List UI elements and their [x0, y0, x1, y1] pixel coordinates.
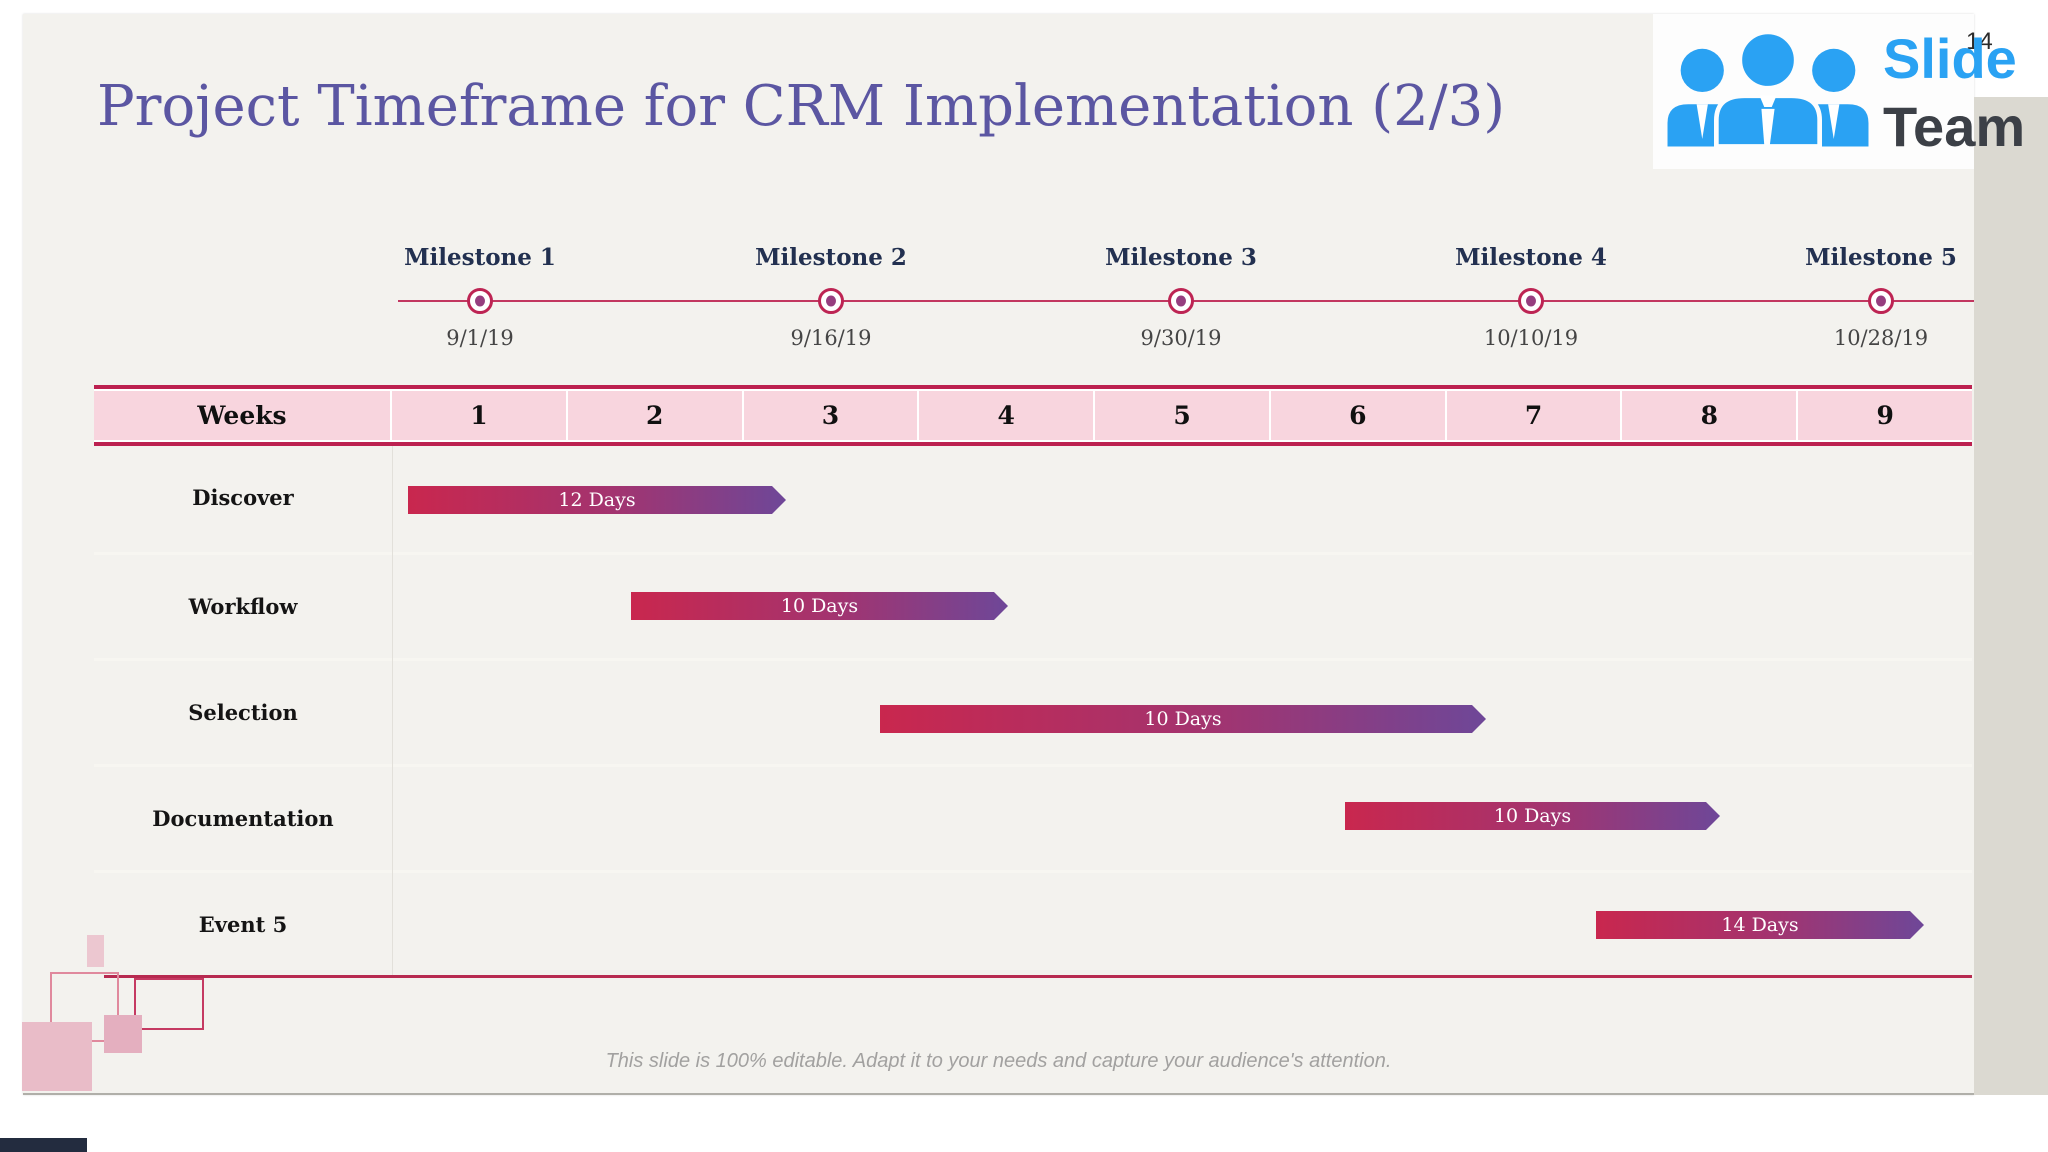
deco-square-outline-2: [134, 978, 204, 1030]
week-col-8: 8: [1620, 389, 1796, 442]
milestone-date: 9/1/19: [446, 326, 514, 350]
milestone-marker-icon: [1168, 288, 1194, 314]
right-margin-strip: [1974, 97, 2048, 1095]
gantt-bar-documentation: 10 Days: [1345, 802, 1720, 830]
gantt-bar-event-5: 14 Days: [1596, 911, 1924, 939]
milestone-label: Milestone 4: [1455, 244, 1607, 271]
milestone-label: Milestone 5: [1805, 244, 1957, 271]
task-row-documentation: Documentation: [94, 764, 1972, 870]
gantt-bar-discover: 12 Days: [408, 486, 786, 514]
week-col-3: 3: [741, 389, 918, 442]
task-row-workflow: Workflow: [94, 552, 1972, 658]
milestone-label: Milestone 3: [1105, 244, 1257, 271]
weeks-header-row: Weeks 1 2 3 4 5 6 7 8 9: [94, 385, 1972, 446]
week-col-9: 9: [1796, 389, 1972, 442]
gantt-body: Discover Workflow Selection Documentatio…: [94, 446, 1972, 976]
milestone-marker-icon: [818, 288, 844, 314]
task-label: Discover: [192, 485, 294, 510]
logo-text-team: Team: [1883, 95, 2026, 158]
week-col-7: 7: [1444, 389, 1621, 442]
gantt-bottom-border: [104, 975, 1972, 978]
task-label: Event 5: [198, 912, 288, 937]
gantt-bar-selection: 10 Days: [880, 705, 1486, 733]
weeks-header-label: Weeks: [197, 401, 287, 430]
week-col-5: 5: [1093, 389, 1269, 442]
milestone-date: 10/28/19: [1833, 326, 1929, 350]
milestone-marker-icon: [1868, 288, 1894, 314]
gantt-bar-workflow: 10 Days: [631, 592, 1008, 620]
week-col-6: 6: [1268, 389, 1445, 442]
milestone-label: Milestone 2: [755, 244, 907, 271]
milestone-date: 9/30/19: [1140, 326, 1222, 350]
task-label: Workflow: [188, 594, 298, 619]
task-row-discover: Discover: [94, 446, 1972, 552]
deco-square-1: [87, 935, 104, 967]
milestone-marker-icon: [1518, 288, 1544, 314]
deco-square-3: [104, 1015, 142, 1053]
bottom-left-accent-bar: [0, 1138, 87, 1152]
logo-text-slide: Slide: [1883, 27, 2017, 90]
milestone-label: Milestone 1: [404, 244, 556, 271]
milestone-date: 9/16/19: [790, 326, 872, 350]
week-col-1: 1: [390, 389, 566, 442]
deco-square-2: [22, 1022, 92, 1091]
milestone-marker-icon: [467, 288, 493, 314]
label-column-divider: [392, 446, 393, 976]
week-col-4: 4: [917, 389, 1093, 442]
editable-note: This slide is 100% editable. Adapt it to…: [605, 1050, 1392, 1072]
slide-title: Project Timeframe for CRM Implementation…: [97, 73, 1506, 139]
team-people-icon: [1660, 26, 1876, 162]
task-label: Selection: [188, 700, 298, 725]
page-number: 14: [1966, 28, 1993, 55]
task-label: Documentation: [152, 806, 334, 831]
task-row-selection: Selection: [94, 658, 1972, 764]
week-col-2: 2: [565, 389, 742, 442]
task-row-event-5: Event 5: [94, 870, 1972, 976]
milestone-date: 10/10/19: [1483, 326, 1579, 350]
